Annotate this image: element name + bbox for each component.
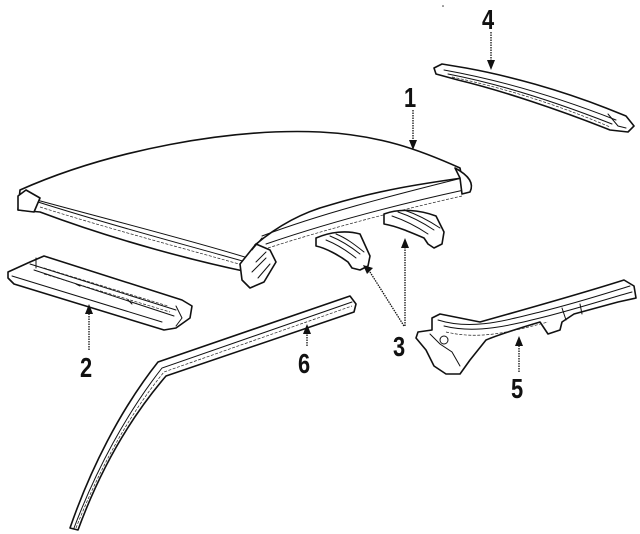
arrowhead-icon: [409, 140, 417, 150]
arrowhead-icon: [303, 324, 311, 334]
arrowhead-icon: [487, 60, 495, 70]
roof-bows: [315, 209, 445, 271]
arrowhead-icon: [85, 304, 93, 314]
callout-6: 6: [298, 348, 311, 379]
arrowhead-icon: [363, 265, 373, 274]
arrowhead-icon: [401, 238, 409, 248]
callout-3: 3: [393, 331, 406, 362]
drip-molding-weatherstrip: [69, 295, 357, 531]
callout-4: 4: [482, 4, 495, 35]
front-header-panel: [7, 255, 193, 331]
roof-panel: [17, 130, 473, 289]
callout-5: 5: [511, 373, 524, 404]
arrowhead-icon: [515, 336, 523, 346]
leader-lines: [85, 32, 523, 372]
callout-1: 1: [404, 82, 417, 113]
side-roof-rail: [415, 279, 637, 375]
leader-3a: [369, 271, 405, 327]
rear-header-rail: [433, 63, 635, 133]
callout-2: 2: [80, 352, 93, 383]
